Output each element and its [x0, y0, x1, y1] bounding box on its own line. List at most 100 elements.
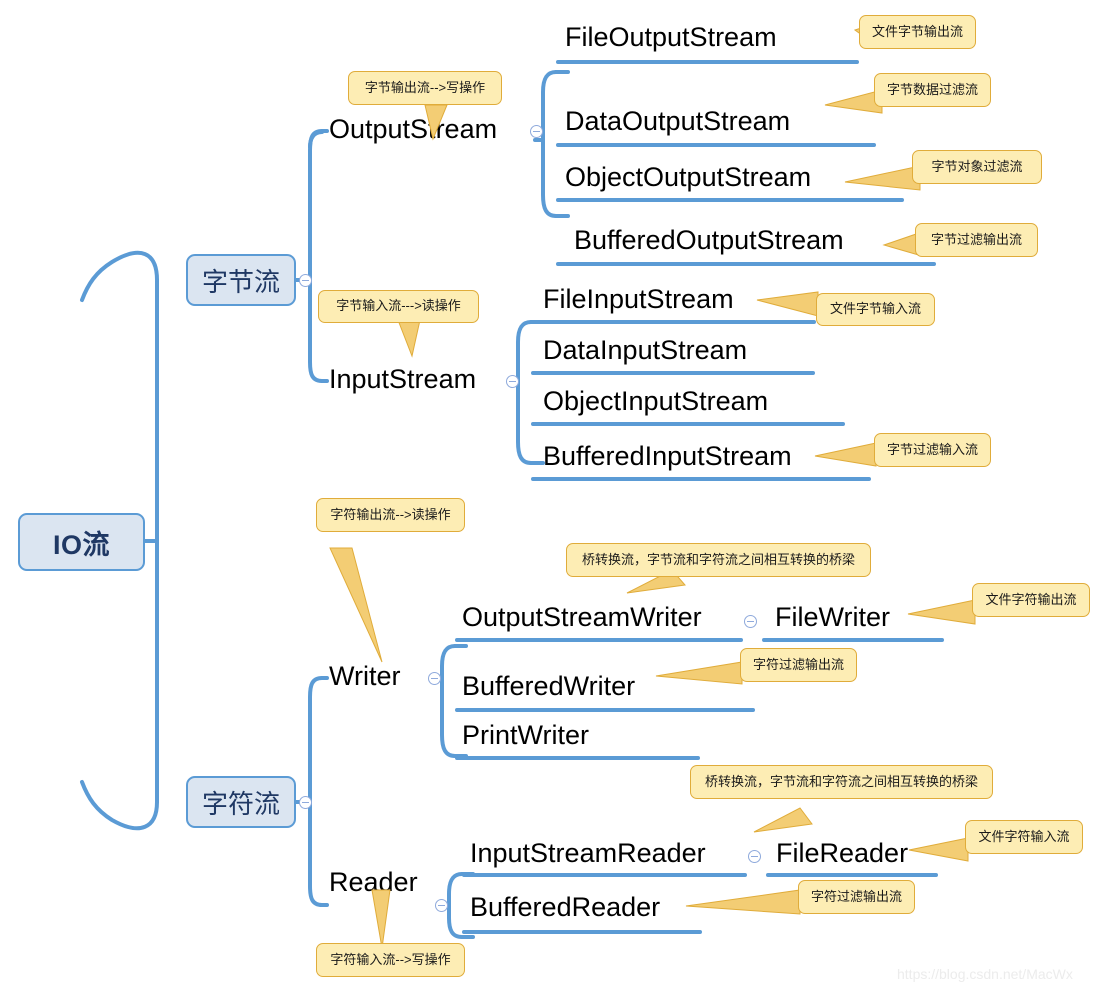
- node-buffered-output-stream-label: BufferedOutputStream: [574, 225, 844, 255]
- underline-print-writer: [455, 756, 700, 760]
- node-input-stream-label: InputStream: [329, 364, 477, 394]
- branch-node-byte-stream[interactable]: 字节流: [186, 254, 296, 306]
- callout-reader: 字符输入流-->写操作: [316, 943, 465, 977]
- callout-file-input-stream: 文件字节输入流: [816, 293, 935, 326]
- callout-buffered-output-stream: 字节过滤输出流: [915, 223, 1038, 257]
- collapse-toggle-byte-stream[interactable]: [299, 274, 312, 287]
- callout-file-writer-text: 文件字符输出流: [985, 591, 1077, 607]
- branch-node-byte-stream-label: 字节流: [201, 266, 280, 297]
- underline-file-reader: [766, 873, 938, 877]
- callout-file-writer: 文件字符输出流: [972, 583, 1090, 617]
- node-file-input-stream-label: FileInputStream: [543, 284, 734, 314]
- node-input-stream-reader-label: InputStreamReader: [470, 838, 706, 868]
- callout-buffered-reader-text: 字符过滤输出流: [810, 888, 902, 904]
- node-reader-label: Reader: [329, 867, 418, 897]
- node-writer[interactable]: Writer: [329, 663, 401, 690]
- callout-buffered-input-stream-text: 字节过滤输入流: [886, 441, 978, 457]
- node-buffered-writer-label: BufferedWriter: [462, 671, 636, 701]
- underline-input-stream-reader: [462, 873, 747, 877]
- node-data-input-stream-label: DataInputStream: [543, 335, 748, 365]
- node-writer-label: Writer: [329, 661, 401, 691]
- callout-output-stream-text: 字节输出流-->写操作: [364, 79, 486, 95]
- callout-file-reader-text: 文件字符输入流: [978, 828, 1070, 844]
- watermark: https://blog.csdn.net/MacWx: [897, 966, 1073, 982]
- node-print-writer-label: PrintWriter: [462, 720, 590, 750]
- node-input-stream-reader[interactable]: InputStreamReader: [470, 840, 706, 867]
- node-file-writer-label: FileWriter: [775, 602, 891, 632]
- callout-output-stream-writer: 桥转换流，字节流和字符流之间相互转换的桥梁: [566, 543, 871, 577]
- callout-output-stream-writer-text: 桥转换流，字节流和字符流之间相互转换的桥梁: [581, 551, 855, 567]
- callout-output-stream: 字节输出流-->写操作: [348, 71, 502, 105]
- node-data-output-stream-label: DataOutputStream: [565, 106, 791, 136]
- node-input-stream[interactable]: InputStream: [329, 366, 476, 393]
- node-file-reader[interactable]: FileReader: [776, 840, 908, 867]
- collapse-toggle-output-stream[interactable]: [530, 125, 543, 138]
- callout-data-output-stream: 字节数据过滤流: [874, 73, 991, 107]
- root-node-io-stream[interactable]: IO流: [18, 513, 145, 571]
- node-file-reader-label: FileReader: [776, 838, 909, 868]
- node-file-writer[interactable]: FileWriter: [775, 604, 890, 631]
- callout-input-stream-text: 字节输入流--->读操作: [336, 298, 461, 314]
- node-data-input-stream[interactable]: DataInputStream: [543, 337, 747, 364]
- callout-input-stream-reader: 桥转换流，字节流和字符流之间相互转换的桥梁: [690, 765, 993, 799]
- callout-file-reader: 文件字符输入流: [965, 820, 1083, 854]
- collapse-toggle-input-stream[interactable]: [506, 375, 519, 388]
- node-reader[interactable]: Reader: [329, 869, 418, 896]
- underline-buffered-output-stream: [556, 262, 936, 266]
- callout-buffered-writer-text: 字符过滤输出流: [752, 656, 844, 672]
- node-file-output-stream[interactable]: FileOutputStream: [565, 24, 777, 51]
- callout-reader-text: 字符输入流-->写操作: [330, 951, 451, 967]
- callout-writer: 字符输出流-->读操作: [316, 498, 465, 532]
- callout-buffered-writer: 字符过滤输出流: [740, 648, 857, 682]
- underline-object-output-stream: [556, 198, 904, 202]
- underline-file-output-stream: [556, 60, 859, 64]
- branch-node-char-stream-label: 字符流: [201, 788, 280, 819]
- node-output-stream-label: OutputStream: [329, 114, 498, 144]
- callout-input-stream-reader-text: 桥转换流，字节流和字符流之间相互转换的桥梁: [704, 773, 978, 789]
- underline-buffered-input-stream: [531, 477, 871, 481]
- node-print-writer[interactable]: PrintWriter: [462, 722, 589, 749]
- callout-object-output-stream-text: 字节对象过滤流: [931, 158, 1023, 174]
- underline-output-stream-writer: [455, 638, 743, 642]
- node-output-stream-writer-label: OutputStreamWriter: [462, 602, 702, 632]
- callout-buffered-reader: 字符过滤输出流: [798, 880, 915, 914]
- node-buffered-output-stream[interactable]: BufferedOutputStream: [574, 227, 844, 254]
- watermark-text: https://blog.csdn.net/MacWx: [897, 966, 1073, 982]
- underline-object-input-stream: [531, 422, 845, 426]
- collapse-toggle-char-stream[interactable]: [299, 796, 312, 809]
- node-file-input-stream[interactable]: FileInputStream: [543, 286, 734, 313]
- callout-buffered-output-stream-text: 字节过滤输出流: [930, 231, 1022, 247]
- node-output-stream[interactable]: OutputStream: [329, 116, 497, 143]
- collapse-toggle-output-stream-writer[interactable]: [744, 615, 757, 628]
- underline-data-output-stream: [556, 143, 876, 147]
- underline-file-writer: [762, 638, 944, 642]
- node-buffered-input-stream[interactable]: BufferedInputStream: [543, 443, 792, 470]
- collapse-toggle-input-stream-reader[interactable]: [748, 850, 761, 863]
- node-data-output-stream[interactable]: DataOutputStream: [565, 108, 790, 135]
- callout-buffered-input-stream: 字节过滤输入流: [874, 433, 991, 467]
- root-node-label: IO流: [52, 529, 110, 560]
- node-buffered-writer[interactable]: BufferedWriter: [462, 673, 635, 700]
- node-object-input-stream-label: ObjectInputStream: [543, 386, 769, 416]
- node-buffered-reader-label: BufferedReader: [470, 892, 661, 922]
- underline-file-input-stream: [531, 320, 816, 324]
- node-buffered-reader[interactable]: BufferedReader: [470, 894, 660, 921]
- node-file-output-stream-label: FileOutputStream: [565, 22, 777, 52]
- callout-file-input-stream-text: 文件字节输入流: [829, 301, 921, 317]
- callout-data-output-stream-text: 字节数据过滤流: [886, 81, 978, 97]
- branch-node-char-stream[interactable]: 字符流: [186, 776, 296, 828]
- underline-buffered-writer: [455, 708, 755, 712]
- node-object-output-stream-label: ObjectOutputStream: [565, 162, 812, 192]
- node-buffered-input-stream-label: BufferedInputStream: [543, 441, 792, 471]
- callout-input-stream: 字节输入流--->读操作: [318, 290, 479, 323]
- callout-file-output-stream-text: 文件字节输出流: [871, 23, 963, 39]
- node-object-output-stream[interactable]: ObjectOutputStream: [565, 164, 811, 191]
- callout-file-output-stream: 文件字节输出流: [859, 15, 976, 49]
- collapse-toggle-writer[interactable]: [428, 672, 441, 685]
- node-object-input-stream[interactable]: ObjectInputStream: [543, 388, 768, 415]
- callout-object-output-stream: 字节对象过滤流: [912, 150, 1042, 184]
- node-output-stream-writer[interactable]: OutputStreamWriter: [462, 604, 702, 631]
- collapse-toggle-reader[interactable]: [435, 899, 448, 912]
- underline-data-input-stream: [531, 371, 815, 375]
